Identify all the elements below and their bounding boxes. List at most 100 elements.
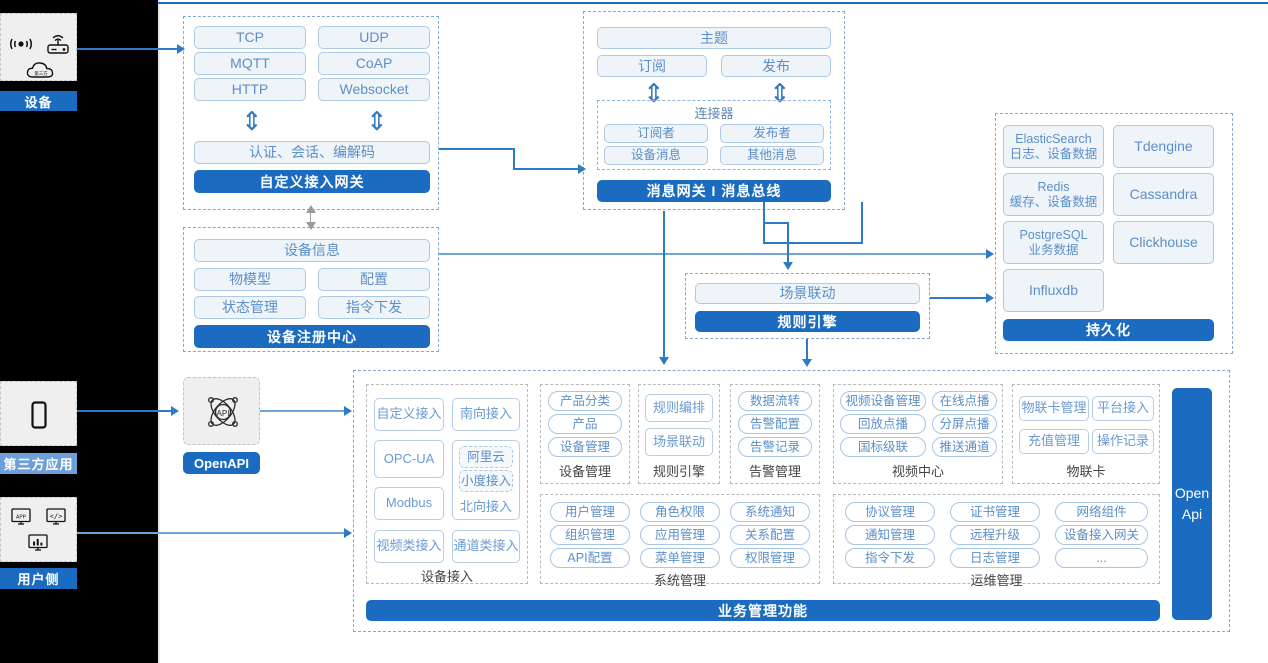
business-management-bar[interactable]: 业务管理功能 — [366, 600, 1160, 621]
vc-playback-vod[interactable]: 回放点播 — [840, 414, 926, 434]
sm-menu-management[interactable]: 菜单管理 — [640, 548, 720, 568]
sm-app-management[interactable]: 应用管理 — [640, 525, 720, 545]
am-alarm-record[interactable]: 告警记录 — [738, 437, 812, 457]
config-box[interactable]: 配置 — [318, 268, 430, 291]
access-video[interactable]: 视频类接入 — [374, 530, 444, 563]
thing-model-label: 物模型 — [229, 271, 271, 288]
om-notice-management[interactable]: 通知管理 — [845, 525, 935, 545]
sm-user-management[interactable]: 用户管理 — [550, 502, 630, 522]
command-dispatch-box[interactable]: 指令下发 — [318, 296, 430, 319]
store-tdengine-name: Tdengine — [1134, 138, 1193, 155]
connector-publisher-label: 发布者 — [753, 126, 791, 141]
device-access-caption-label: 设备接入 — [420, 568, 473, 584]
protocol-tcp[interactable]: TCP — [194, 26, 306, 49]
sm-org-management[interactable]: 组织管理 — [550, 525, 630, 545]
access-southbound[interactable]: 南向接入 — [452, 398, 520, 431]
video-center-caption: 视频中心 — [833, 461, 1003, 479]
vc-gb-cascade[interactable]: 国标级联 — [840, 437, 926, 457]
auth-session-codec[interactable]: 认证、会话、编解码 — [194, 141, 430, 164]
om-cert-management[interactable]: 证书管理 — [950, 502, 1040, 522]
protocol-websocket[interactable]: Websocket — [318, 78, 430, 101]
om-device-access-gateway[interactable]: 设备接入网关 — [1055, 525, 1148, 545]
vc-push-channel[interactable]: 推送通道 — [932, 437, 997, 457]
re-rule-orchestration[interactable]: 规则编排 — [645, 394, 713, 422]
svg-text:API: API — [217, 409, 230, 418]
vc-video-device-mgmt[interactable]: 视频设备管理 — [840, 391, 926, 411]
am-alarm-config[interactable]: 告警配置 — [738, 414, 812, 434]
store-redis-desc: 缓存、设备数据 — [1009, 194, 1098, 209]
connector-publisher[interactable]: 发布者 — [720, 124, 824, 143]
rule-engine-bar[interactable]: 规则引擎 — [695, 311, 920, 332]
store-postgresql-name: PostgreSQL — [1019, 228, 1088, 243]
connector-other-message[interactable]: 其他消息 — [720, 146, 824, 165]
om-more[interactable]: ... — [1055, 548, 1148, 568]
store-influxdb[interactable]: Influxdb — [1003, 269, 1104, 312]
access-custom[interactable]: 自定义接入 — [374, 398, 444, 431]
am-data-flow[interactable]: 数据流转 — [738, 391, 812, 411]
scene-linkage-box[interactable]: 场景联动 — [695, 283, 920, 304]
persistence-bar[interactable]: 持久化 — [1003, 319, 1214, 341]
rail-tag-third-party: 第三方应用 — [0, 453, 77, 474]
custom-access-gateway-bar[interactable]: 自定义接入网关 — [194, 170, 430, 193]
device-info-box[interactable]: 设备信息 — [194, 239, 430, 262]
iot-card-caption-label: 物联卡 — [1066, 463, 1106, 479]
om-network-component[interactable]: 网络组件 — [1055, 502, 1148, 522]
auth-session-codec-label: 认证、会话、编解码 — [249, 144, 375, 161]
dm-product-category[interactable]: 产品分类 — [548, 391, 622, 411]
sm-permission-management[interactable]: 权限管理 — [730, 548, 810, 568]
store-clickhouse-name: Clickhouse — [1129, 234, 1198, 251]
publish-box[interactable]: 发布 — [721, 55, 831, 77]
store-tdengine[interactable]: Tdengine — [1113, 125, 1214, 168]
openapi-node-label: OpenAPI — [194, 455, 249, 471]
om-protocol-management[interactable]: 协议管理 — [845, 502, 935, 522]
protocol-mqtt[interactable]: MQTT — [194, 52, 306, 75]
ic-operation-log[interactable]: 操作记录 — [1092, 429, 1154, 454]
store-postgresql[interactable]: PostgreSQL 业务数据 — [1003, 221, 1104, 264]
config-label: 配置 — [360, 271, 388, 288]
access-opc-ua[interactable]: OPC-UA — [374, 440, 444, 478]
sm-api-config[interactable]: API配置 — [550, 548, 630, 568]
conn-openapi-to-business — [260, 410, 345, 412]
access-aliyun[interactable]: 阿里云 — [459, 446, 513, 468]
protocol-http[interactable]: HTTP — [194, 78, 306, 101]
dm-product[interactable]: 产品 — [548, 414, 622, 434]
subscribe-box[interactable]: 订阅 — [597, 55, 707, 77]
alarm-management-caption: 告警管理 — [730, 461, 820, 479]
business-management-bar-label: 业务管理功能 — [718, 602, 808, 619]
rail-tag-user-side: 用户侧 — [0, 568, 77, 589]
state-management-box[interactable]: 状态管理 — [194, 296, 306, 319]
ic-platform-access[interactable]: 平台接入 — [1092, 396, 1154, 421]
store-elasticsearch[interactable]: ElasticSearch 日志、设备数据 — [1003, 125, 1104, 168]
store-cassandra[interactable]: Cassandra — [1113, 173, 1214, 216]
connector-subscriber[interactable]: 订阅者 — [604, 124, 708, 143]
store-clickhouse[interactable]: Clickhouse — [1113, 221, 1214, 264]
iot-card-group — [1012, 384, 1160, 484]
device-registry-bar[interactable]: 设备注册中心 — [194, 325, 430, 348]
om-log-management[interactable]: 日志管理 — [950, 548, 1040, 568]
access-xiaodu[interactable]: 小度接入 — [459, 470, 513, 492]
ic-recharge-management[interactable]: 充值管理 — [1019, 429, 1089, 454]
re-scene-linkage[interactable]: 场景联动 — [645, 428, 713, 456]
store-redis[interactable]: Redis 缓存、设备数据 — [1003, 173, 1104, 216]
wifi-signal-icon — [9, 36, 33, 52]
ic-card-management[interactable]: 物联卡管理 — [1019, 396, 1089, 421]
topic-box[interactable]: 主题 — [597, 27, 831, 49]
om-command-dispatch[interactable]: 指令下发 — [845, 548, 935, 568]
openapi-node-bar[interactable]: OpenAPI — [183, 452, 260, 474]
openapi-side-bar[interactable]: Open Api — [1172, 388, 1212, 620]
protocol-udp[interactable]: UDP — [318, 26, 430, 49]
vc-split-screen-vod[interactable]: 分屏点播 — [932, 414, 997, 434]
message-gateway-bar[interactable]: 消息网关 I 消息总线 — [597, 180, 831, 202]
om-remote-upgrade[interactable]: 远程升级 — [950, 525, 1040, 545]
access-modbus[interactable]: Modbus — [374, 487, 444, 520]
connector-device-message[interactable]: 设备消息 — [604, 146, 708, 165]
sm-relation-config[interactable]: 关系配置 — [730, 525, 810, 545]
dm-device-management[interactable]: 设备管理 — [548, 437, 622, 457]
sm-role-permission[interactable]: 角色权限 — [640, 502, 720, 522]
access-channel[interactable]: 通道类接入 — [452, 530, 520, 563]
sm-system-notice[interactable]: 系统通知 — [730, 502, 810, 522]
thing-model-box[interactable]: 物模型 — [194, 268, 306, 291]
protocol-coap[interactable]: CoAP — [318, 52, 430, 75]
vc-online-vod-label: 在线点播 — [939, 393, 990, 408]
vc-online-vod[interactable]: 在线点播 — [932, 391, 997, 411]
